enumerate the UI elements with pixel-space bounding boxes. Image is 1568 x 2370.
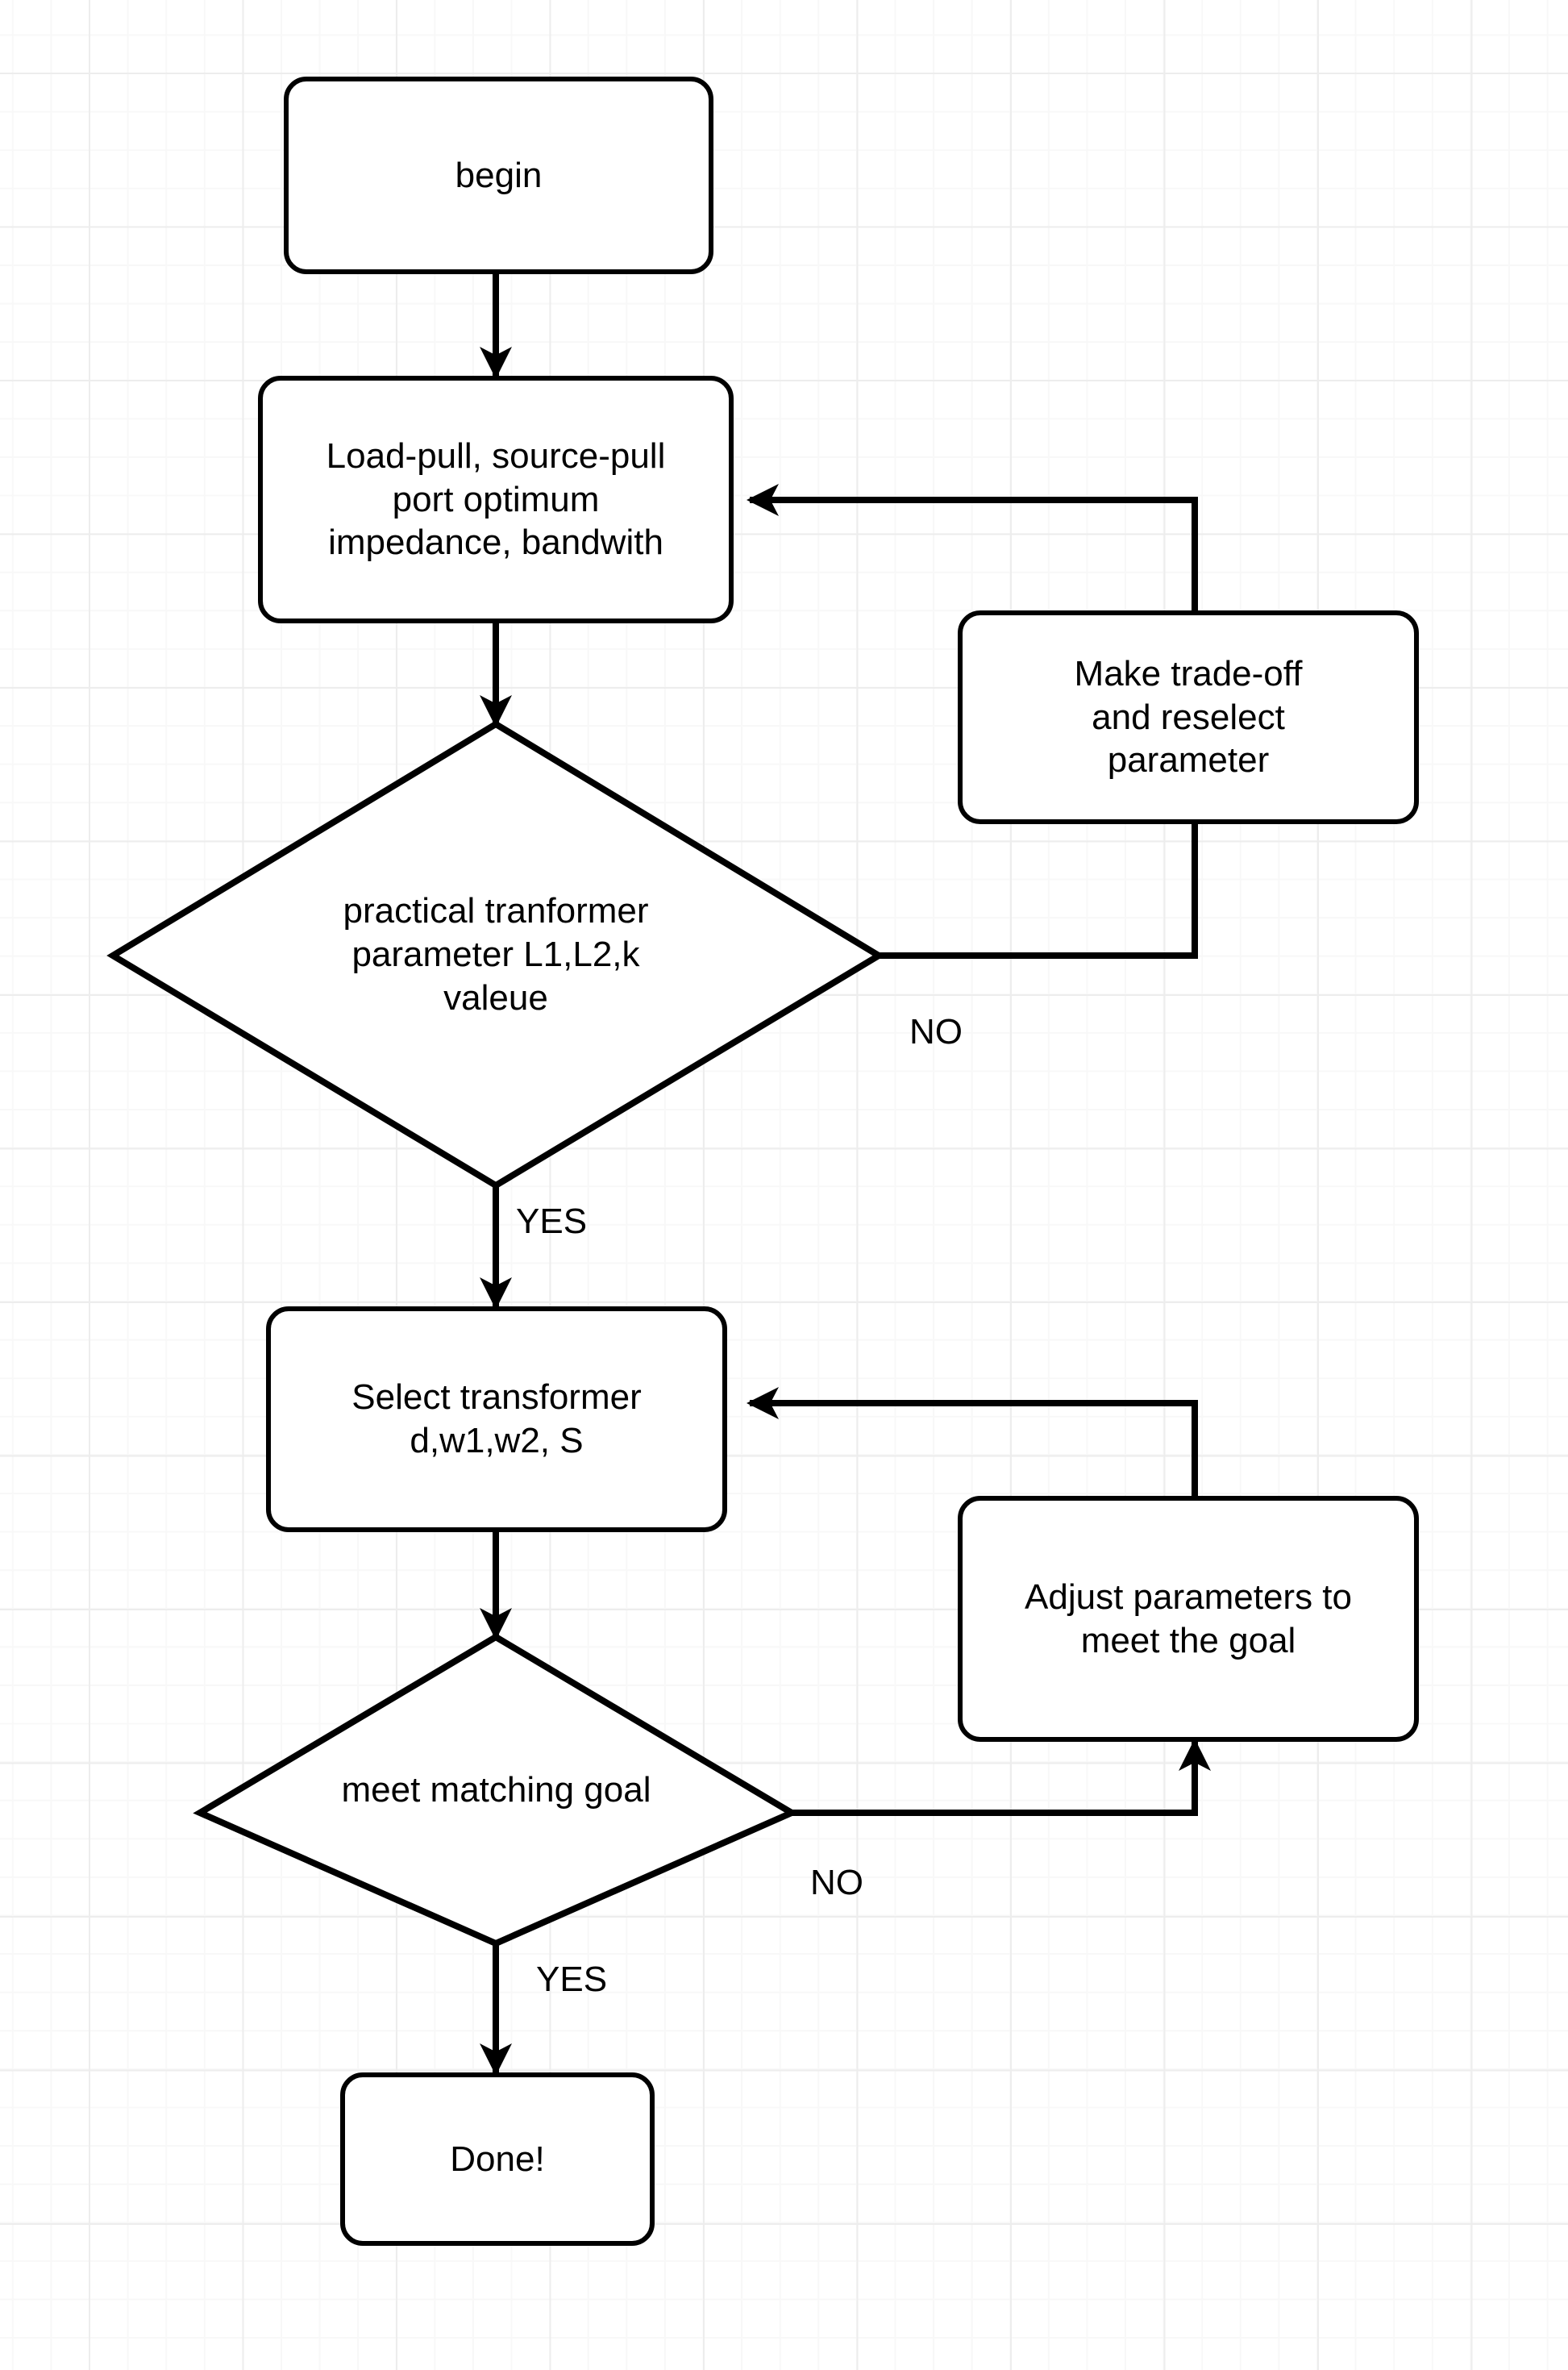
node-begin-label: begin — [455, 155, 543, 195]
node-tradeoff[interactable]: Make trade-off and reselect parameter — [958, 610, 1419, 824]
node-adjust-label: Adjust parameters to meet the goal — [1025, 1576, 1352, 1662]
node-decision1-label: practical tranformer parameter L1,L2,k v… — [262, 865, 730, 1044]
node-loadpull-line3: impedance, bandwith — [328, 523, 663, 563]
node-loadpull-line2: port optimum — [392, 479, 600, 519]
edge-label-yes-lower: YES — [536, 1960, 608, 1999]
node-decision1-line1: practical tranformer — [343, 891, 649, 931]
node-decision2[interactable]: meet matching goal — [200, 1637, 792, 1943]
node-decision1[interactable]: practical tranformer parameter L1,L2,k v… — [113, 724, 879, 1185]
node-done-label: Done! — [450, 2139, 545, 2179]
node-tradeoff-label: Make trade-off and reselect parameter — [1075, 652, 1303, 782]
node-done[interactable]: Done! — [340, 2072, 655, 2246]
connector-decision2-no-to-adjust — [792, 1739, 1211, 1816]
node-tradeoff-line3: parameter — [1107, 740, 1270, 781]
node-selecttx[interactable]: Select transformer d,w1,w2, S — [266, 1306, 727, 1532]
edge-label-yes-upper: YES — [516, 1202, 588, 1241]
node-adjust-line1: Adjust parameters to — [1025, 1577, 1352, 1617]
node-decision1-line3: valeue — [443, 977, 548, 1018]
node-tradeoff-line1: Make trade-off — [1074, 653, 1303, 694]
node-selecttx-line2: d,w1,w2, S — [410, 1421, 584, 1460]
node-begin[interactable]: begin — [284, 77, 713, 274]
node-selecttx-label: Select transformer d,w1,w2, S — [351, 1376, 641, 1462]
node-loadpull[interactable]: Load-pull, source-pull port optimum impe… — [258, 376, 734, 623]
node-adjust[interactable]: Adjust parameters to meet the goal — [958, 1496, 1419, 1742]
node-decision2-label: meet matching goal — [277, 1766, 716, 1814]
node-selecttx-line1: Select transformer — [351, 1377, 642, 1418]
node-loadpull-line1: Load-pull, source-pull — [326, 435, 666, 476]
node-tradeoff-line2: and reselect — [1092, 697, 1285, 737]
edge-label-no-lower: NO — [810, 1863, 863, 1902]
edge-label-no-upper: NO — [909, 1012, 963, 1052]
node-loadpull-label: Load-pull, source-pull port optimum impe… — [326, 435, 666, 564]
node-decision1-line2: parameter L1,L2,k — [351, 935, 640, 975]
node-decision2-line1: meet matching goal — [341, 1770, 651, 1810]
node-adjust-line2: meet the goal — [1080, 1620, 1296, 1660]
